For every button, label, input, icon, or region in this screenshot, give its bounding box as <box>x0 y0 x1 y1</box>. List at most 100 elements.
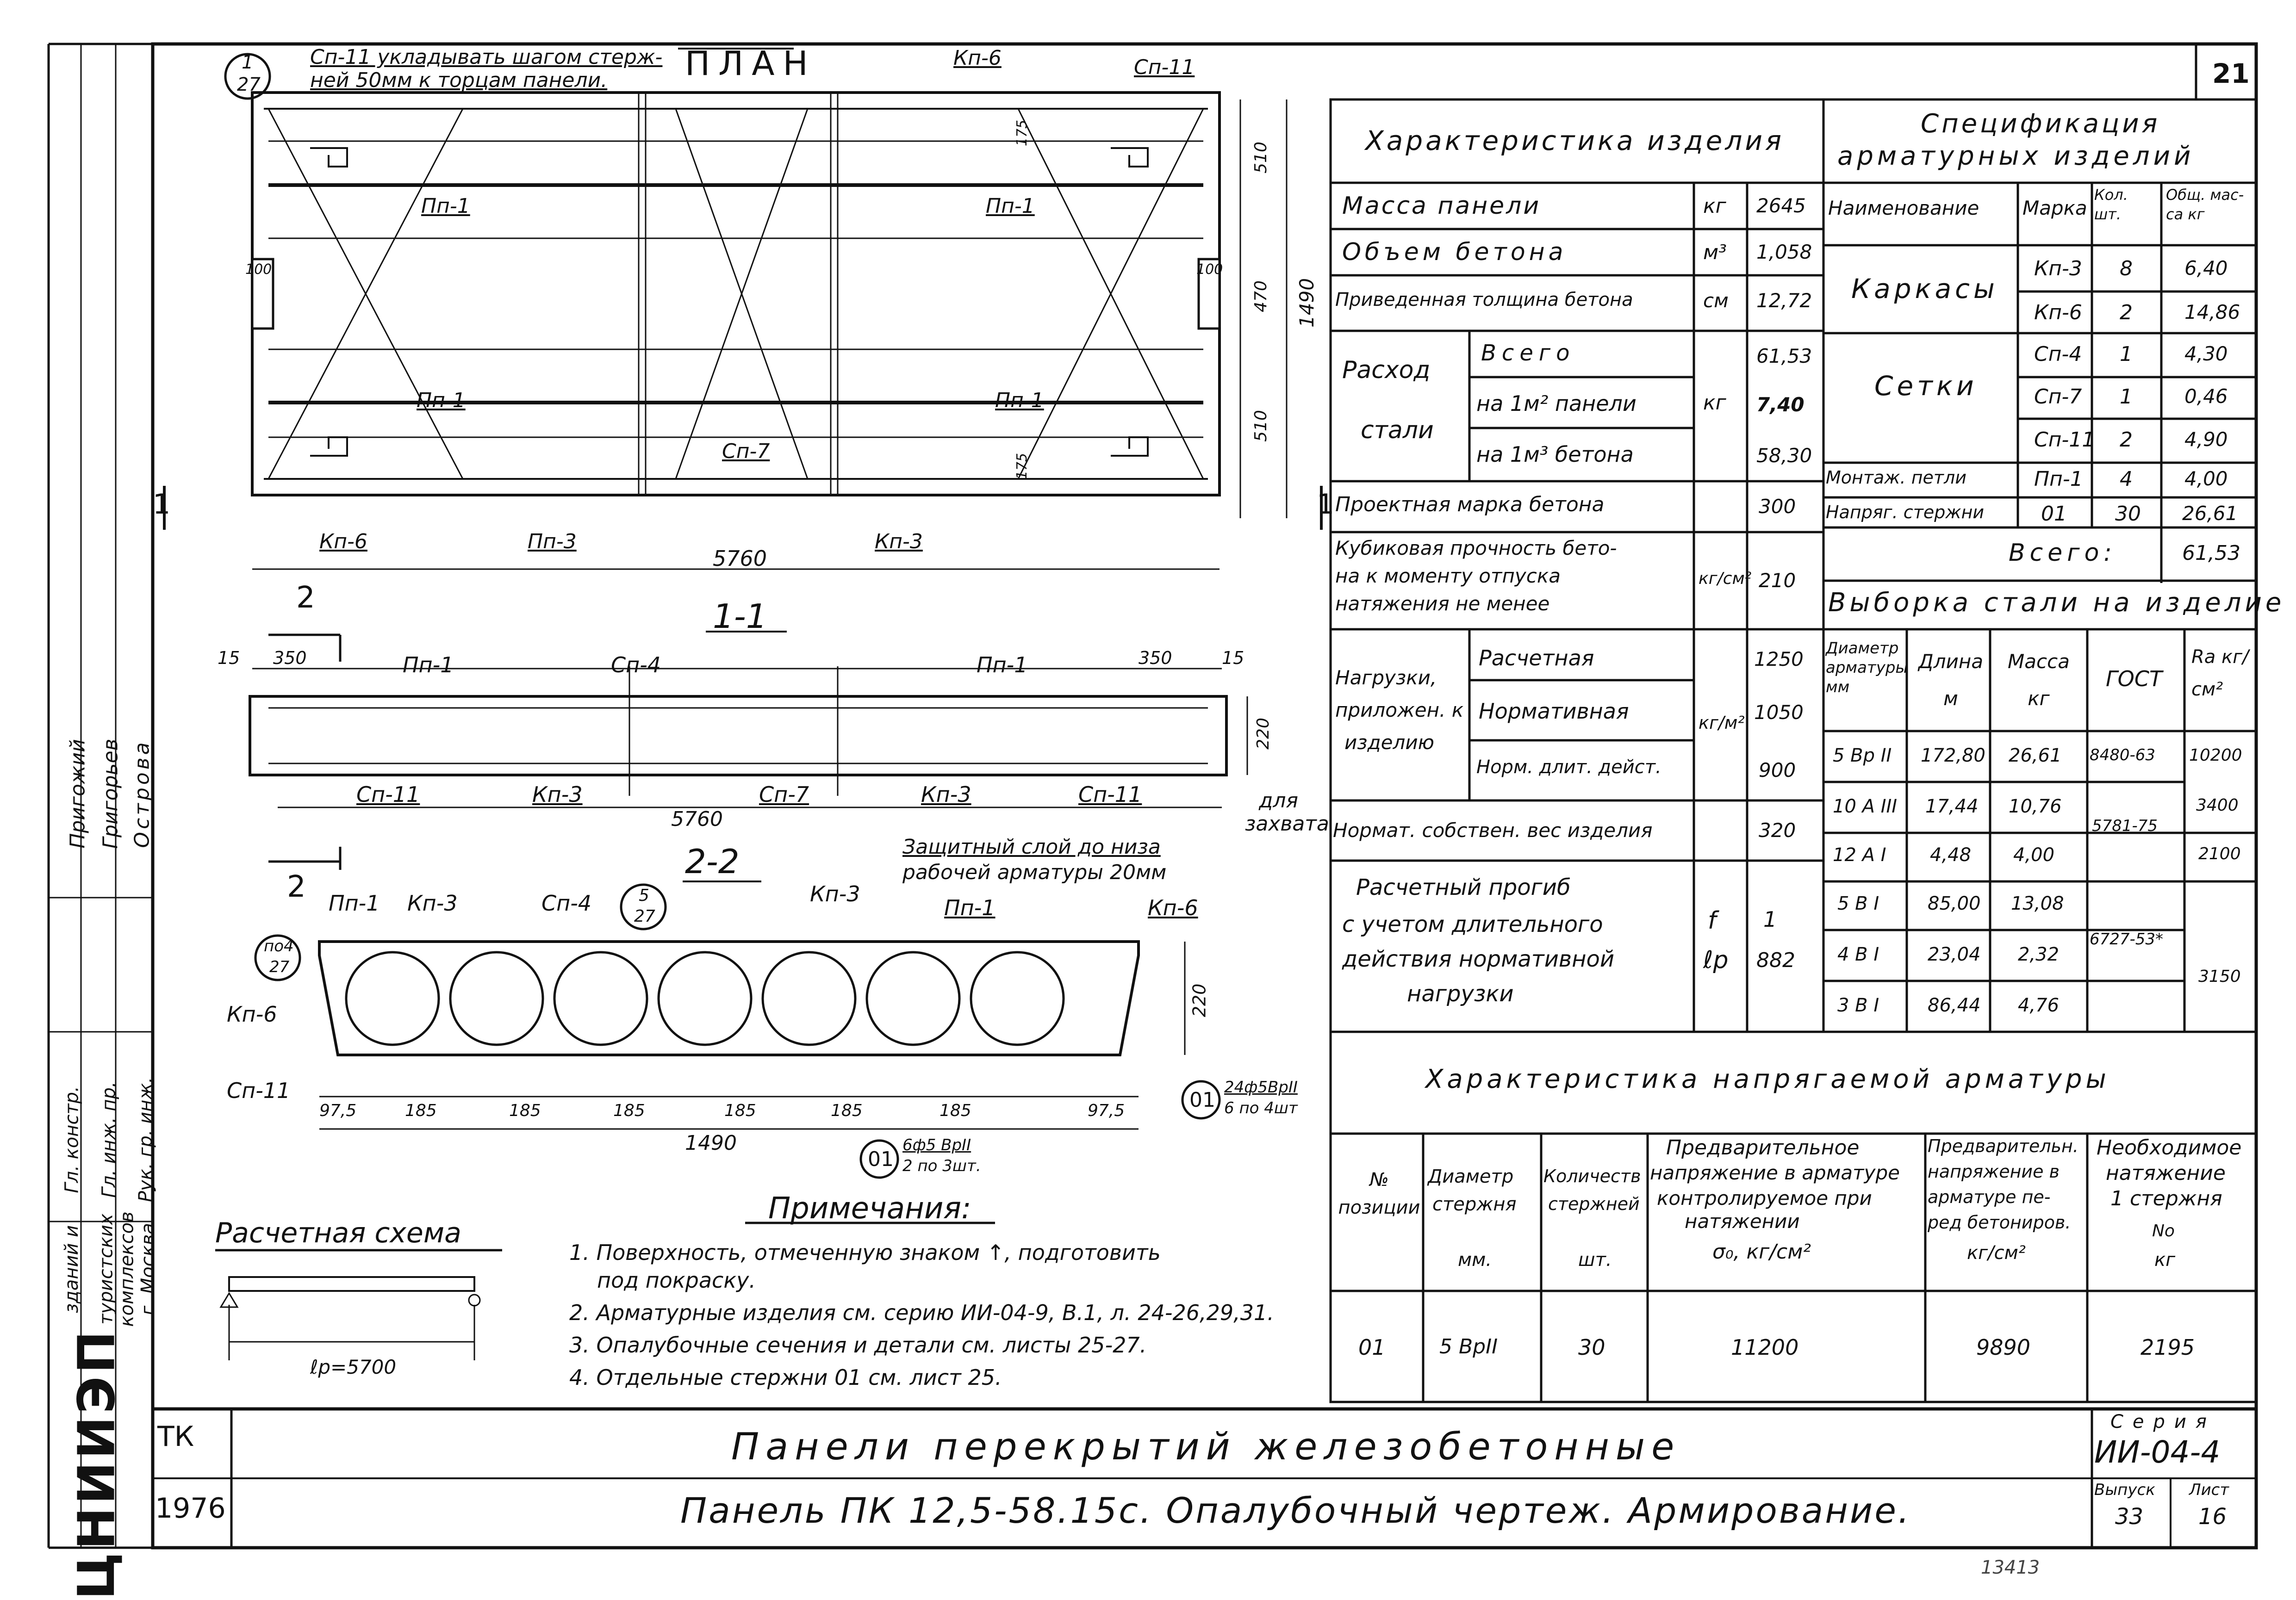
char-load-unit: кг/м² <box>1699 713 1745 733</box>
plan-dim-470: 470 <box>1251 280 1270 312</box>
spec-loops-mark: Пп-1 <box>2034 467 2083 491</box>
char-cube-val: 210 <box>1759 569 1796 592</box>
cover-note-2: рабочей арматуры 20мм <box>902 861 1167 884</box>
char-defl-label-2: с учетом длительного <box>1342 912 1603 937</box>
series-value: ИИ-04-4 <box>2094 1434 2221 1470</box>
char-cube-label-1: Кубиковая прочность бето- <box>1335 537 1617 559</box>
spec-group-meshes: Сетки <box>1874 370 1978 402</box>
plan-dim-510a: 510 <box>1251 142 1270 174</box>
char-cube-unit: кг/см² <box>1699 569 1752 588</box>
plan-note-line-2: ней 50мм к торцам панели. <box>310 68 608 92</box>
s22-dim-975-right: 97,5 <box>1088 1101 1125 1120</box>
pos01-a: 01 <box>1189 1088 1215 1112</box>
sel-row-4-m: 2,32 <box>2018 944 2060 965</box>
sel-row-4-r: 3150 <box>2198 967 2241 986</box>
plan-label-sp11-top: Сп-11 <box>1134 56 1195 79</box>
plan-dim-length: 5760 <box>713 546 767 571</box>
plan-ref-bottom: 27 <box>237 74 261 95</box>
title-line-1: Панели перекрытий железобетонные <box>731 1425 1681 1468</box>
tension-col-pre2-1: Предварительн. <box>1928 1136 2078 1156</box>
spec-tend-label: Напряг. стержни <box>1826 502 1985 522</box>
char-load-calc: Расчетная <box>1479 645 1594 670</box>
char-defl-label-1: Расчетный прогиб <box>1356 874 1571 900</box>
spec-col-qty: Кол. шт. <box>2094 186 2128 223</box>
spec-col-mark: Марка <box>2022 197 2087 219</box>
tension-col-pos: № позиции <box>1338 1169 1420 1218</box>
note-1b: под покраску. <box>597 1268 756 1293</box>
char-load-long: Норм. длит. дейст. <box>1476 757 1661 778</box>
spec-header-1: Спецификация <box>1921 109 2160 139</box>
plan-ref-top: 1 <box>242 52 254 73</box>
tension-col-pre-5: σ₀, кг/см² <box>1712 1240 1811 1264</box>
spec-tend-mark: 01 <box>2041 502 2067 526</box>
tension-col-diam-3: мм. <box>1458 1249 1492 1271</box>
s11-dim-length: 5760 <box>671 807 723 831</box>
s11-label-pp1-right: Пп-1 <box>977 652 1028 677</box>
plan-label-pp1-b: Пп-1 <box>986 194 1035 218</box>
sel-row-3-m: 13,08 <box>2011 893 2064 914</box>
s22-label-kp3-a: Кп-3 <box>407 891 458 916</box>
scheme-title: Расчетная схема <box>215 1217 461 1249</box>
tension-row-pre: 11200 <box>1731 1335 1799 1360</box>
s22-dim-185-a: 185 <box>405 1101 437 1120</box>
sheet-value: 16 <box>2198 1504 2227 1530</box>
tension-col-pre-4: натяжении <box>1685 1210 1800 1233</box>
plan-label-kp3: Кп-3 <box>875 530 923 553</box>
char-steel-all: Всего <box>1481 340 1575 366</box>
spec-row-4-mass: 4,90 <box>2184 428 2228 451</box>
org-line-2: зданий и <box>61 1225 83 1314</box>
org-logo: ЦНИИЭП <box>67 1328 126 1600</box>
sel-row-1-m: 10,76 <box>2009 796 2062 817</box>
s22-dim-185-b: 185 <box>509 1101 541 1120</box>
char-steel-all-val: 61,53 <box>1756 345 1812 367</box>
s22-dim-185-e: 185 <box>831 1101 863 1120</box>
char-defl-val-bot: 882 <box>1756 949 1795 972</box>
s22-label-sp4: Сп-4 <box>541 891 592 916</box>
plan-label-sp7: Сп-7 <box>722 440 770 463</box>
section22-title: 2-2 <box>685 842 740 881</box>
tension-col-need-4: No <box>2152 1222 2175 1240</box>
char-vol-unit: м³ <box>1703 241 1727 264</box>
spec-loops-label: Монтаж. петли <box>1826 467 1967 488</box>
name-2: Григорьев <box>99 738 123 849</box>
name-1: Пригожий <box>66 739 90 849</box>
spec-total-label: Всего: <box>2009 539 2116 567</box>
char-steel-m2-val: 7,40 <box>1756 393 1804 416</box>
sel-row-3-l: 85,00 <box>1928 893 1981 914</box>
char-load-label-2: приложен. к <box>1335 699 1464 721</box>
sel-row-4-d: 4 В I <box>1837 944 1879 965</box>
note-2: 2. Арматурные изделия см. серию ИИ-04-9,… <box>569 1300 1274 1325</box>
tension-row-diam: 5 ВрII <box>1439 1335 1498 1358</box>
cover-note-1: Защитный слой до низа <box>902 835 1161 859</box>
tension-col-pre-1: Предварительное <box>1666 1136 1860 1160</box>
spec-row-3-mark: Сп-7 <box>2034 385 2082 409</box>
tension-row-need: 2195 <box>2140 1335 2195 1360</box>
sel-col-gost: ГОСТ <box>2106 666 2163 691</box>
spec-row-0-mass: 6,40 <box>2184 257 2228 279</box>
section22-cut-mark: 2 <box>287 870 306 904</box>
role-3: Рук. гр. инж. <box>135 1077 157 1203</box>
sel-row-0-r: 10200 <box>2189 746 2242 765</box>
sel-row-5-m: 4,76 <box>2018 995 2060 1016</box>
char-self-val: 320 <box>1759 819 1796 842</box>
sel-row-2-g: 5781-75 <box>2092 817 2158 835</box>
sheet-label: Лист <box>2189 1481 2229 1499</box>
s22-label-sp11: Сп-11 <box>227 1078 291 1103</box>
char-cube-label-2: на к моменту отпуска <box>1335 564 1561 587</box>
sel-col-ra: Ra кг/см² <box>2191 646 2249 700</box>
section-mark-left: 1 <box>153 488 171 521</box>
title-tk: ТК <box>157 1420 194 1453</box>
tension-col-diam-2: стержня <box>1432 1194 1517 1215</box>
note-1: 1. Поверхность, отмеченную знаком ↑, под… <box>569 1240 1161 1265</box>
sel-row-2-r: 2100 <box>2198 844 2241 863</box>
sel-row-1-l: 17,44 <box>1925 796 1979 817</box>
sel-row-4-g: 6727-53* <box>2090 930 2164 949</box>
s22-dim-1490: 1490 <box>685 1131 737 1155</box>
sel-row-2-l: 4,48 <box>1930 844 1972 866</box>
tension-col-qty-1: Количеств <box>1543 1166 1641 1186</box>
char-defl-val-top: 1 <box>1763 907 1777 932</box>
role-1: Гл. констр. <box>61 1086 83 1193</box>
tension-col-qty-2: стержней <box>1548 1194 1640 1214</box>
spec-row-1-qty: 2 <box>2120 301 2133 324</box>
pos01-b-note-1: 6ф5 ВрII <box>902 1136 971 1154</box>
